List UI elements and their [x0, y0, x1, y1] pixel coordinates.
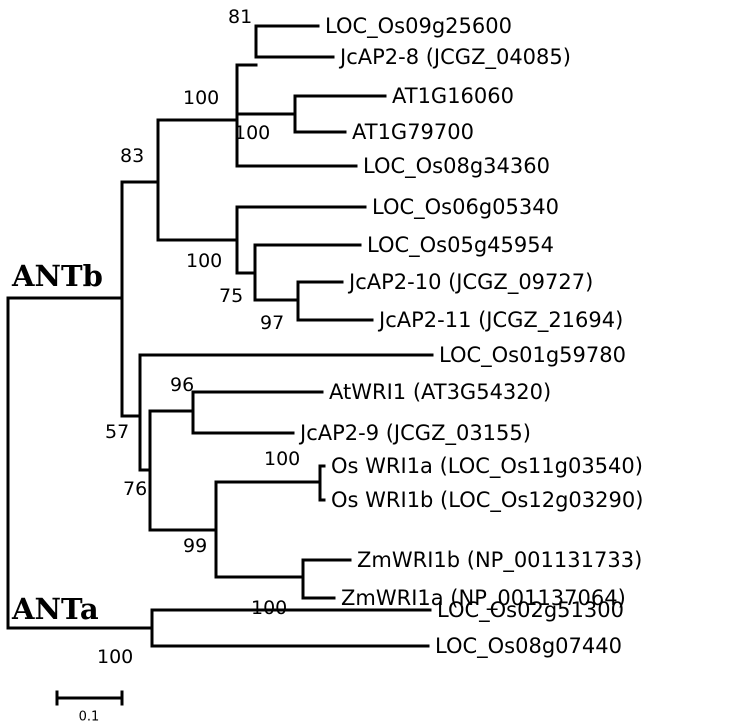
leaf-label: ZmWRI1b (NP_001131733)	[357, 548, 642, 573]
bootstrap-value: 76	[123, 478, 147, 500]
leaf-label: AT1G79700	[352, 120, 474, 144]
leaf-label: AT1G16060	[392, 84, 514, 108]
bootstrap-value: 57	[105, 421, 129, 443]
leaf-label: LOC_Os09g25600	[325, 14, 512, 39]
leaf-label: LOC_Os01g59780	[439, 343, 626, 368]
leaf-labels: LOC_Os09g25600 JcAP2-8 (JCGZ_04085) AT1G…	[298, 14, 643, 659]
bootstrap-value: 100	[183, 87, 219, 109]
bootstrap-values: 81 100 100 83 100 75 97 96 57 76 100 99 …	[97, 6, 300, 668]
bootstrap-value: 96	[170, 374, 194, 396]
bootstrap-value: 100	[97, 646, 133, 668]
bootstrap-value: 100	[186, 250, 222, 272]
tree-branches	[6, 24, 434, 648]
leaf-label: LOC_Os08g34360	[363, 154, 550, 179]
leaf-label: LOC_Os05g45954	[367, 233, 554, 258]
bootstrap-value: 100	[264, 448, 300, 470]
leaf-label: Os WRI1b (LOC_Os12g03290)	[331, 488, 643, 513]
bootstrap-value: 83	[120, 145, 144, 167]
bootstrap-value: 99	[183, 535, 207, 557]
bootstrap-value: 81	[228, 6, 252, 28]
bootstrap-value: 100	[234, 122, 270, 144]
clade-label-anta: ANTa	[11, 592, 99, 626]
bootstrap-value: 100	[251, 597, 287, 619]
leaf-label: AtWRI1 (AT3G54320)	[329, 380, 551, 404]
leaf-label: LOC_Os02g51300	[437, 598, 624, 623]
leaf-label: Os WRI1a (LOC_Os11g03540)	[331, 454, 643, 479]
bootstrap-value: 75	[219, 285, 243, 307]
leaf-label: JcAP2-11 (JCGZ_21694)	[377, 308, 623, 333]
leaf-label: ZmWRI1a (NP_001137064)	[341, 586, 626, 611]
clade-label-antb: ANTb	[11, 259, 103, 293]
leaf-label: LOC_Os08g07440	[435, 634, 622, 659]
leaf-label: JcAP2-10 (JCGZ_09727)	[347, 270, 593, 295]
bootstrap-value: 97	[260, 312, 284, 334]
scale-bar-label: 0.1	[79, 710, 100, 725]
scale-bar: 0.1	[55, 690, 124, 725]
leaf-label: JcAP2-9 (JCGZ_03155)	[298, 421, 531, 446]
leaf-label: JcAP2-8 (JCGZ_04085)	[338, 45, 571, 70]
leaf-label: LOC_Os06g05340	[372, 195, 559, 220]
